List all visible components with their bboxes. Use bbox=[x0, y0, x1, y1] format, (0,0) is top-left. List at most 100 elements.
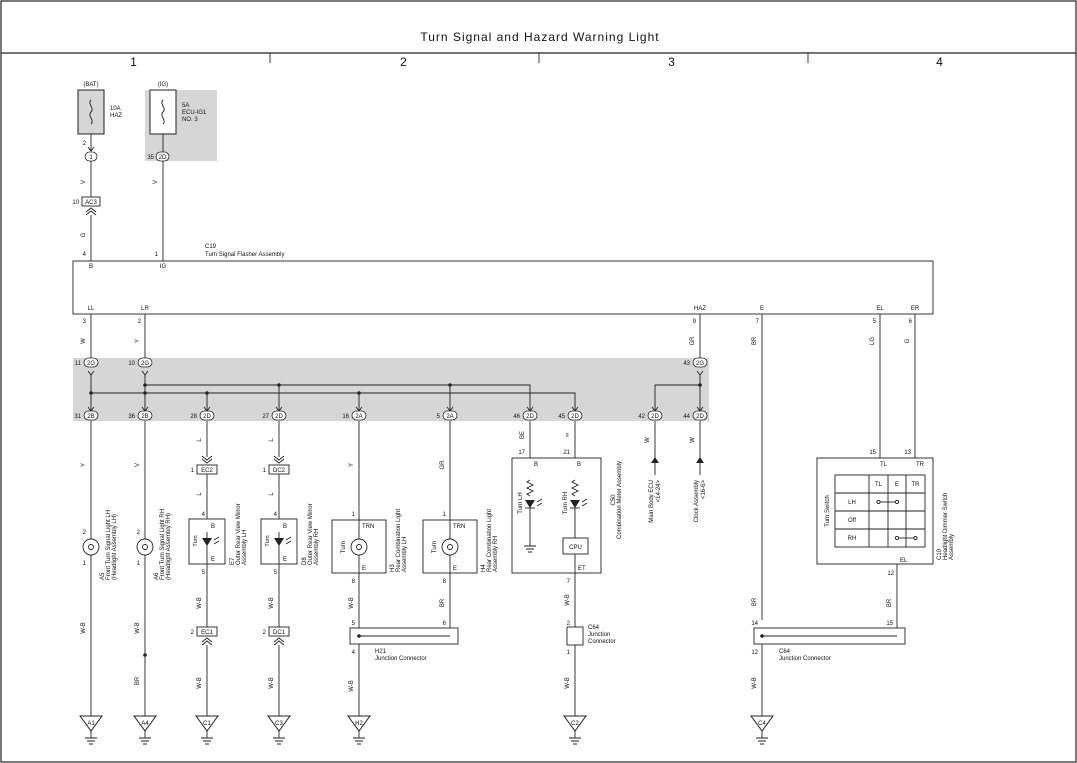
pin-number: 21 bbox=[563, 450, 570, 456]
pin-number: 4 bbox=[274, 512, 278, 518]
fuse-icon bbox=[161, 99, 165, 125]
pin-number: 31 bbox=[74, 414, 81, 420]
wire-color: L bbox=[197, 438, 203, 442]
led-icon bbox=[274, 538, 284, 546]
ground-triangle-icon bbox=[195, 715, 219, 732]
wire-color: W-B bbox=[349, 597, 355, 609]
component-name: Front Turn Signal Light RH bbox=[160, 509, 166, 580]
pin-number: 11 bbox=[75, 361, 82, 367]
ground-label: C1 bbox=[203, 721, 211, 727]
jb-top-connector: 2G 10 bbox=[128, 357, 153, 368]
ground-point: C3 bbox=[267, 715, 291, 745]
wire-color: W-B bbox=[81, 622, 87, 634]
connector-label: 2G bbox=[696, 361, 704, 367]
terminal-label: LR bbox=[141, 306, 149, 312]
arrow-up-icon bbox=[696, 457, 704, 463]
terminal-label: TL bbox=[880, 462, 888, 468]
wire-color: GR bbox=[440, 460, 446, 470]
pin-number: 46 bbox=[513, 414, 520, 420]
wire-color: W-B bbox=[269, 597, 275, 609]
switch-row-label: Off bbox=[848, 518, 856, 524]
connector-label: 2B bbox=[87, 414, 94, 420]
component-name: Assembly bbox=[949, 534, 955, 560]
ground-label: C4 bbox=[758, 721, 766, 727]
terminal-label: LL bbox=[88, 306, 95, 312]
terminal-label: E bbox=[453, 566, 457, 572]
component-name: Headlight Dimmer Switch bbox=[943, 493, 949, 560]
pin-number: 45 bbox=[558, 414, 565, 420]
pin-number: 6 bbox=[909, 319, 913, 325]
ground-triangle-icon bbox=[347, 715, 371, 732]
pin-number: 1 bbox=[83, 561, 87, 567]
ig-label: (IG) bbox=[158, 82, 168, 88]
wire-color: V bbox=[153, 180, 159, 184]
ground-triangle-icon bbox=[79, 715, 103, 732]
fuse-rating: 5A bbox=[182, 103, 189, 109]
component-id: C50 bbox=[611, 494, 617, 506]
cpu-label: CPU bbox=[569, 545, 582, 551]
terminal-label: TR bbox=[916, 462, 925, 468]
component-id: E7 bbox=[230, 557, 236, 565]
pin-number: 2 bbox=[138, 319, 142, 325]
column-number: 4 bbox=[936, 55, 944, 69]
wire-color: Y bbox=[135, 339, 141, 343]
terminal-label: B bbox=[89, 264, 93, 270]
ground-point: A1 bbox=[79, 715, 103, 745]
ground-triangle-icon bbox=[750, 715, 774, 732]
terminal-label: TRN bbox=[453, 524, 465, 530]
component-id: H21 bbox=[375, 649, 387, 655]
connector-label: DC1 bbox=[273, 630, 286, 636]
pin-number: 6 bbox=[443, 621, 447, 627]
pin-number: 5 bbox=[352, 621, 356, 627]
connector-label: EC1 bbox=[201, 630, 213, 636]
wire-color: W bbox=[690, 437, 696, 443]
wire-color: BR bbox=[135, 676, 141, 685]
component-name: Assembly LH bbox=[402, 537, 408, 572]
component-id: A6 bbox=[154, 572, 160, 580]
component-id: C10 bbox=[937, 548, 943, 560]
ground-point: C2 bbox=[563, 715, 587, 745]
arrow-up-icon bbox=[651, 457, 659, 463]
pin-number: 36 bbox=[128, 414, 135, 420]
component-id: C64 bbox=[588, 625, 600, 631]
pin-number: 1 bbox=[191, 468, 195, 474]
component-name: Rear Combination Light bbox=[396, 509, 402, 572]
terminal-label: B bbox=[577, 462, 581, 468]
side-label: Turn bbox=[193, 535, 199, 546]
wire-color: W-B bbox=[269, 677, 275, 689]
wire-color: G bbox=[905, 338, 911, 343]
ground-symbol bbox=[273, 737, 285, 745]
wire-color: V bbox=[135, 463, 141, 467]
bulb-icon bbox=[441, 538, 459, 556]
component-id: A5 bbox=[100, 572, 106, 580]
ground-triangle-icon bbox=[563, 715, 587, 732]
side-label: Turn bbox=[341, 541, 347, 553]
terminal-label: EL bbox=[876, 306, 884, 312]
component-id: C64 bbox=[779, 649, 791, 655]
side-label: Turn bbox=[265, 535, 271, 546]
pin-number: 1 bbox=[352, 512, 356, 518]
switch-col-header: TL bbox=[875, 482, 883, 488]
fuse-icon bbox=[89, 99, 93, 125]
junction-connector-c64 bbox=[566, 626, 584, 646]
ground-label: A4 bbox=[141, 721, 149, 727]
connector-ac3 bbox=[81, 196, 101, 207]
fuse-name: NO. 3 bbox=[182, 117, 198, 123]
pin-number: 14 bbox=[751, 621, 758, 627]
ground-symbol bbox=[756, 737, 768, 745]
pin-number: 2 bbox=[137, 530, 141, 536]
pin-number: 13 bbox=[904, 450, 911, 456]
pin-number: 12 bbox=[887, 571, 894, 577]
connector-label: 2D bbox=[526, 414, 534, 420]
terminal-label: ET bbox=[578, 566, 586, 572]
pin-number: 2 bbox=[263, 630, 267, 636]
led-label: Turn RH bbox=[563, 492, 569, 514]
ground-triangle-icon bbox=[267, 715, 291, 732]
component-name: (Headlight Assembly RH) bbox=[166, 513, 172, 580]
pin-number: 28 bbox=[190, 414, 197, 420]
jb-bottom-connector: 2B 31 bbox=[74, 410, 99, 421]
